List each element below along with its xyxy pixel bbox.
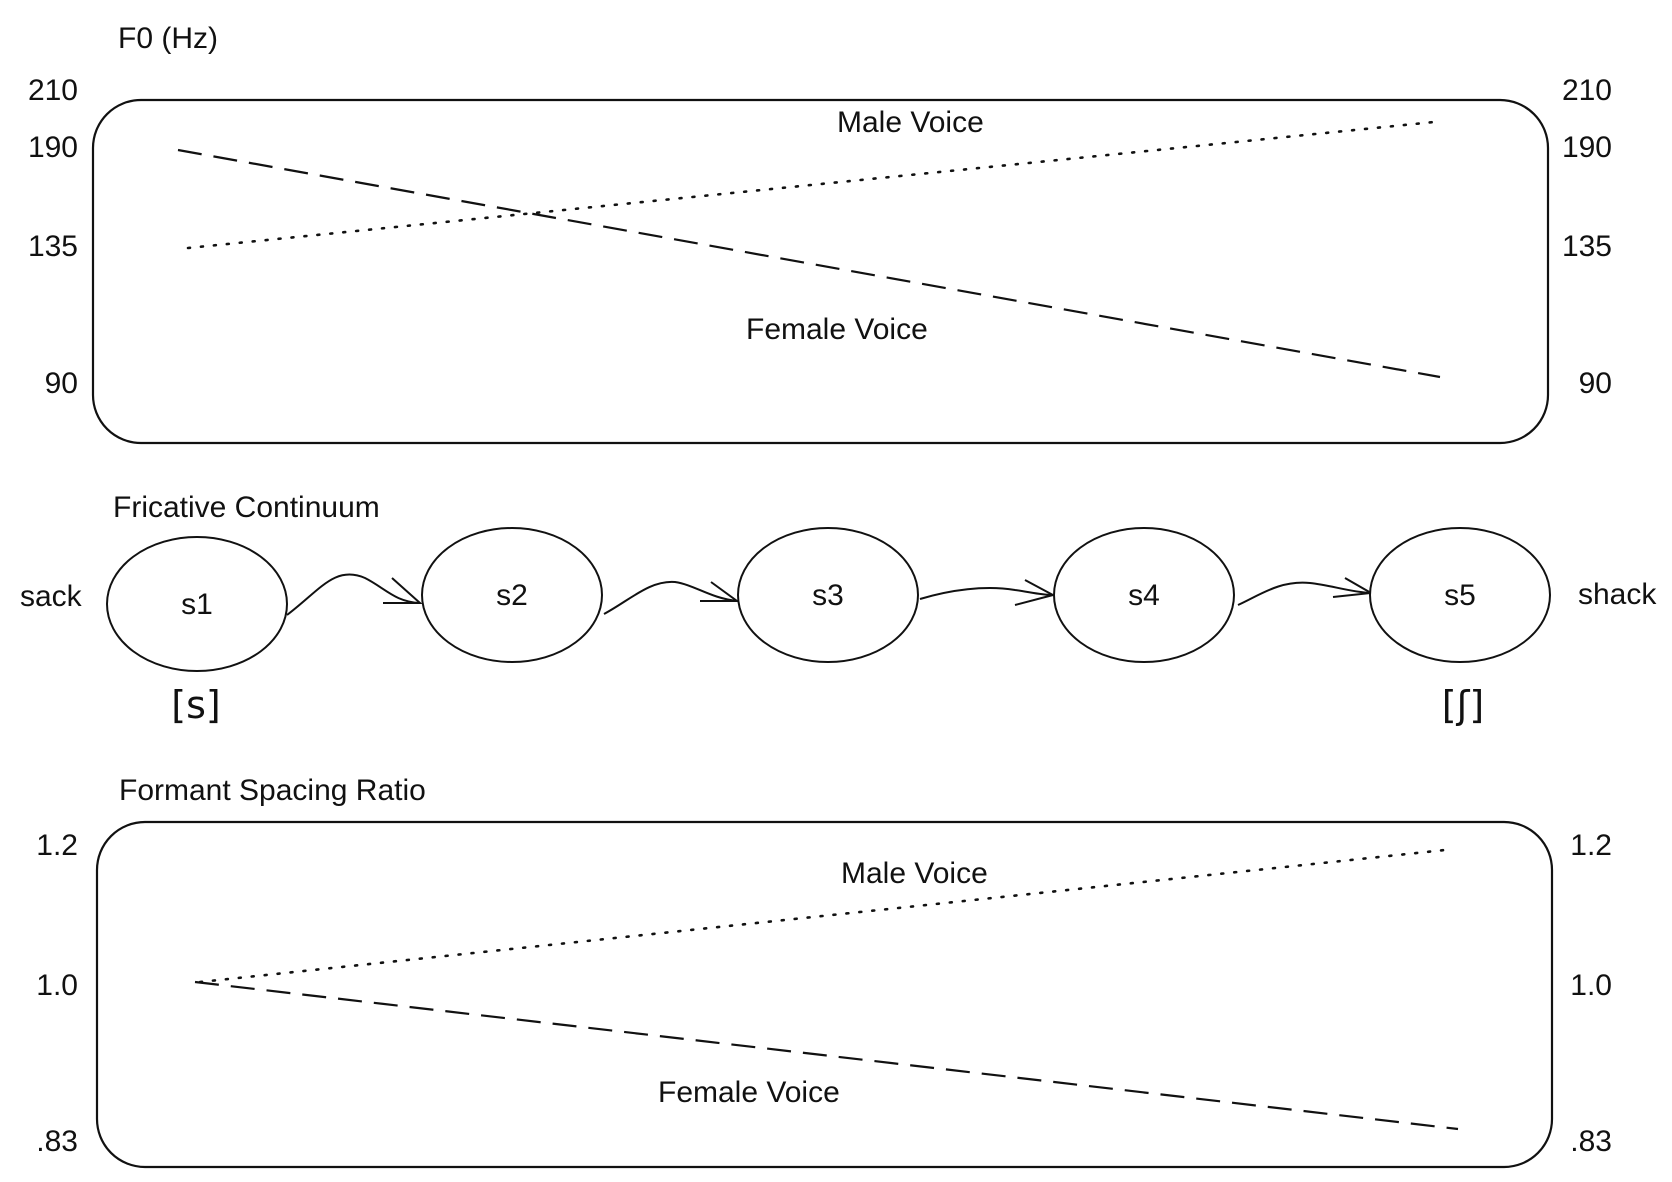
f0-tick-left-90: 90	[45, 367, 78, 400]
f0-tick-left-135: 135	[28, 230, 78, 263]
f0-tick-left-190: 190	[28, 131, 78, 164]
node-s1-label: s1	[181, 588, 213, 621]
f0-panel-title: F0 (Hz)	[118, 22, 218, 55]
formant-tick-right-083: .83	[1570, 1125, 1612, 1158]
formant-tick-left-083: .83	[36, 1125, 78, 1158]
node-s4-ellipse	[1053, 527, 1235, 663]
f0-tick-right-90: 90	[1579, 367, 1612, 400]
continuum-title: Fricative Continuum	[113, 491, 380, 524]
f0-panel-frame	[91, 98, 1550, 445]
ipa-left: [s]	[171, 683, 220, 727]
arrow-s2-s3	[603, 580, 738, 615]
continuum-node-s4: s4	[1053, 527, 1235, 663]
node-s5-label: s5	[1444, 579, 1476, 612]
formant-female-line	[194, 980, 1459, 1131]
formant-tick-right-1-0: 1.0	[1570, 969, 1612, 1002]
continuum-node-s1: s1	[106, 536, 288, 672]
node-s2-label: s2	[496, 579, 528, 612]
f0-tick-right-135: 135	[1562, 230, 1612, 263]
continuum-node-s2: s2	[421, 527, 603, 663]
formant-female-label: Female Voice	[658, 1076, 840, 1109]
arrow-s1-s2	[286, 573, 421, 616]
node-s2-ellipse	[421, 527, 603, 663]
node-s1-ellipse	[106, 536, 288, 672]
formant-male-line	[198, 848, 1447, 984]
f0-male-line	[186, 120, 1436, 250]
formant-male-label: Male Voice	[841, 857, 988, 890]
node-s3-label: s3	[812, 579, 844, 612]
formant-tick-left-1-2: 1.2	[36, 829, 78, 862]
formant-panel: Formant Spacing Ratio 1.2 1.0 .83 1.2 1.…	[36, 774, 1612, 1169]
node-s3-ellipse	[737, 527, 919, 663]
node-s5-ellipse	[1369, 527, 1551, 663]
continuum-left-word: sack	[20, 580, 83, 613]
formant-tick-left-1-0: 1.0	[36, 969, 78, 1002]
continuum-right-word: shack	[1578, 578, 1657, 611]
f0-tick-right-210: 210	[1562, 74, 1612, 107]
node-s4-label: s4	[1128, 579, 1160, 612]
f0-tick-right-190: 190	[1562, 131, 1612, 164]
formant-panel-title: Formant Spacing Ratio	[119, 774, 426, 807]
fricative-continuum: Fricative Continuum sack shack s1 s2 s3 …	[20, 491, 1657, 727]
f0-male-label: Male Voice	[837, 106, 984, 139]
continuum-node-s3: s3	[737, 527, 919, 663]
continuum-node-s5: s5	[1369, 527, 1551, 663]
arrow-s3-s4	[919, 587, 1054, 600]
f0-female-label: Female Voice	[746, 313, 928, 346]
ipa-right: [ʃ]	[1442, 683, 1484, 727]
formant-panel-frame	[95, 820, 1554, 1169]
f0-tick-left-210: 210	[28, 74, 78, 107]
formant-tick-right-1-2: 1.2	[1570, 829, 1612, 862]
arrow-s4-s5	[1237, 581, 1372, 606]
arrow-s2-s3-head	[700, 581, 741, 602]
arrow-s1-s2-head	[383, 577, 423, 604]
f0-panel: F0 (Hz) 210 190 135 90 210 190 135 90 Ma…	[28, 22, 1612, 445]
